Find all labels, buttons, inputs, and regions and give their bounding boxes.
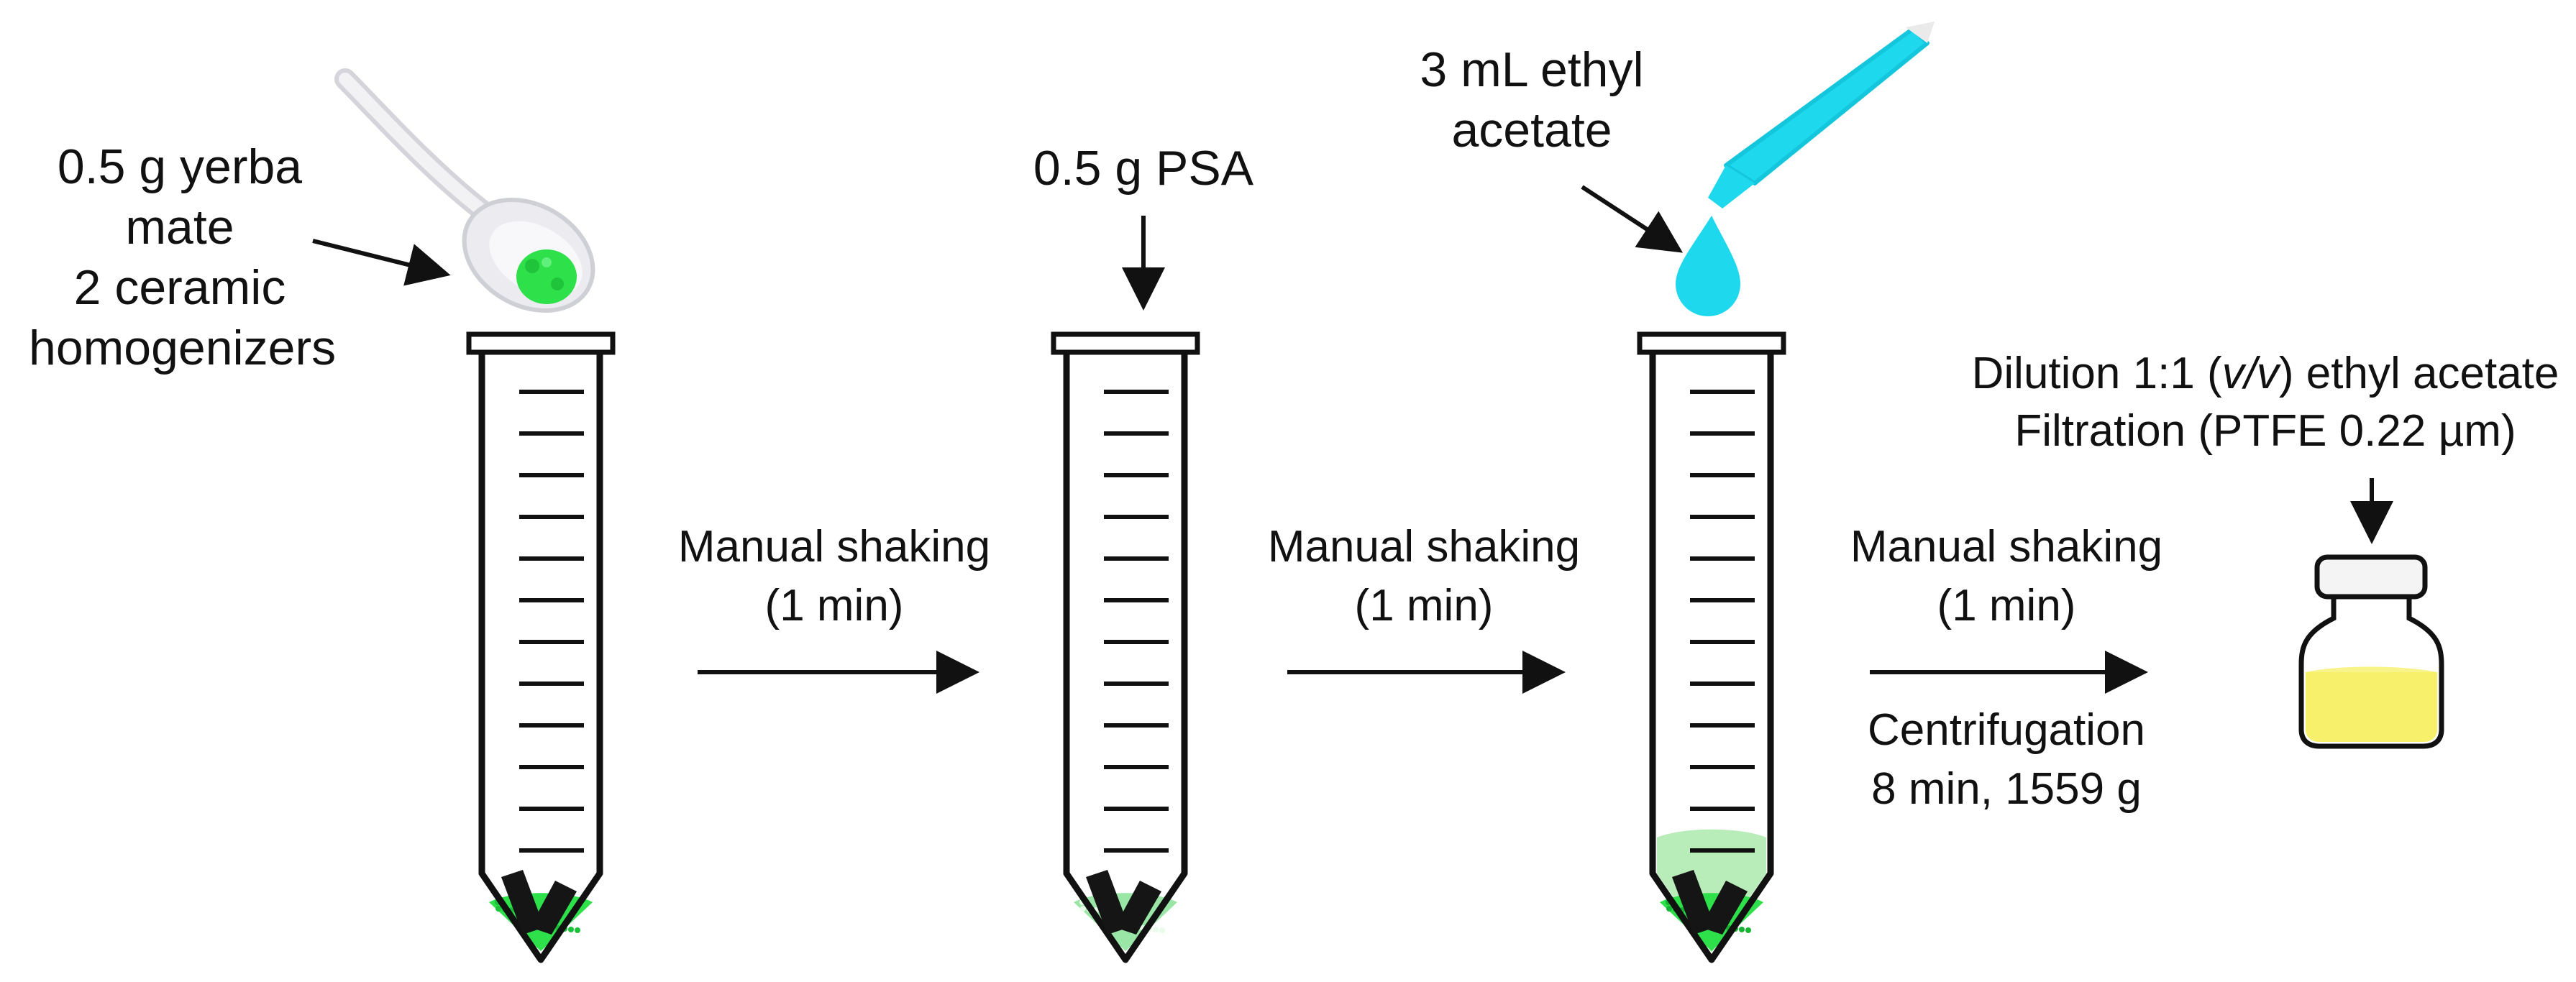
tube-cap	[1051, 331, 1200, 355]
arrow-step1	[312, 239, 451, 286]
transition1-label: Manual shaking (1 min)	[633, 518, 1036, 635]
extract-layer	[1657, 829, 1766, 953]
transition3-line4: 8 min, 1559 g	[1871, 764, 2142, 814]
sample-speck	[495, 906, 501, 912]
arrow-step3	[1581, 185, 1684, 253]
step1-line1: 0.5 g yerba	[57, 139, 303, 194]
step1-line2: mate	[125, 200, 234, 254]
step4-label: Dilution 1:1 (v/v) ethyl acetate Filtrat…	[1963, 345, 2567, 460]
transition2-line2: (1 min)	[1354, 581, 1494, 630]
transition3-label-bottom: Centrifugation 8 min, 1559 g	[1805, 701, 2208, 819]
transition3-line1: Manual shaking	[1850, 522, 2163, 572]
ceramic-homogenizer-icon	[1672, 870, 1715, 935]
step3-line1: 3 mL ethyl	[1420, 42, 1644, 97]
sample-speck	[575, 927, 580, 933]
ceramic-homogenizer-icon	[1115, 881, 1161, 935]
vial-icon	[2298, 554, 2444, 749]
tube-body	[478, 352, 603, 963]
sample-speck	[1153, 927, 1159, 932]
step1-line3: 2 ceramic	[73, 260, 286, 315]
yerba-mate-sample-icon	[516, 249, 577, 304]
ceramic-homogenizer-icon	[530, 881, 577, 935]
tube-1-icon	[466, 331, 616, 963]
tube-cap	[466, 331, 616, 355]
step4-line1: Dilution 1:1 (v/v) ethyl acetate	[1963, 345, 2567, 403]
tube-2-icon	[1051, 331, 1200, 963]
step4-line1-pre: Dilution 1:1 (	[1971, 349, 2222, 398]
transition1-line1: Manual shaking	[677, 522, 991, 572]
droplet-icon	[1676, 216, 1740, 316]
step4-line1-post: ) ethyl acetate	[2278, 349, 2559, 398]
ceramic-homogenizer-icon	[501, 870, 544, 935]
sample-speck	[1080, 906, 1086, 912]
transition2-line1: Manual shaking	[1267, 522, 1581, 572]
step2-text: 0.5 g PSA	[1033, 141, 1254, 196]
step3-label: 3 mL ethyl acetate	[1352, 40, 1712, 160]
pipette-icon	[1708, 22, 1935, 208]
step1-line4: homogenizers	[29, 321, 337, 375]
tube-body	[1649, 352, 1774, 963]
sample-speck	[1745, 927, 1751, 933]
ceramic-homogenizer-icon	[1701, 881, 1748, 935]
sample-speck	[1666, 906, 1672, 912]
transition2-label: Manual shaking (1 min)	[1223, 518, 1625, 635]
ceramic-homogenizer-icon	[1086, 870, 1129, 935]
transition3-line3: Centrifugation	[1867, 705, 2146, 755]
transition3-label-top: Manual shaking (1 min)	[1805, 518, 2208, 635]
sample-speck	[1739, 927, 1745, 932]
sample-speck	[1159, 927, 1165, 933]
transition3-line2: (1 min)	[1937, 581, 2076, 630]
transition1-line2: (1 min)	[764, 581, 904, 630]
tube-3-icon	[1637, 331, 1786, 963]
step4-line1-italic: v/v	[2221, 349, 2279, 398]
tube-cap	[1637, 331, 1786, 355]
spoon-icon	[334, 68, 595, 313]
sample-speck	[568, 927, 574, 932]
tube-body	[1063, 352, 1188, 963]
step4-line2: Filtration (PTFE 0.22 µm)	[2014, 406, 2516, 456]
step1-label: 0.5 g yerba mate 2 ceramic homogenizers	[29, 137, 337, 378]
step3-line2: acetate	[1451, 103, 1612, 157]
step2-label: 0.5 g PSA	[956, 138, 1330, 198]
